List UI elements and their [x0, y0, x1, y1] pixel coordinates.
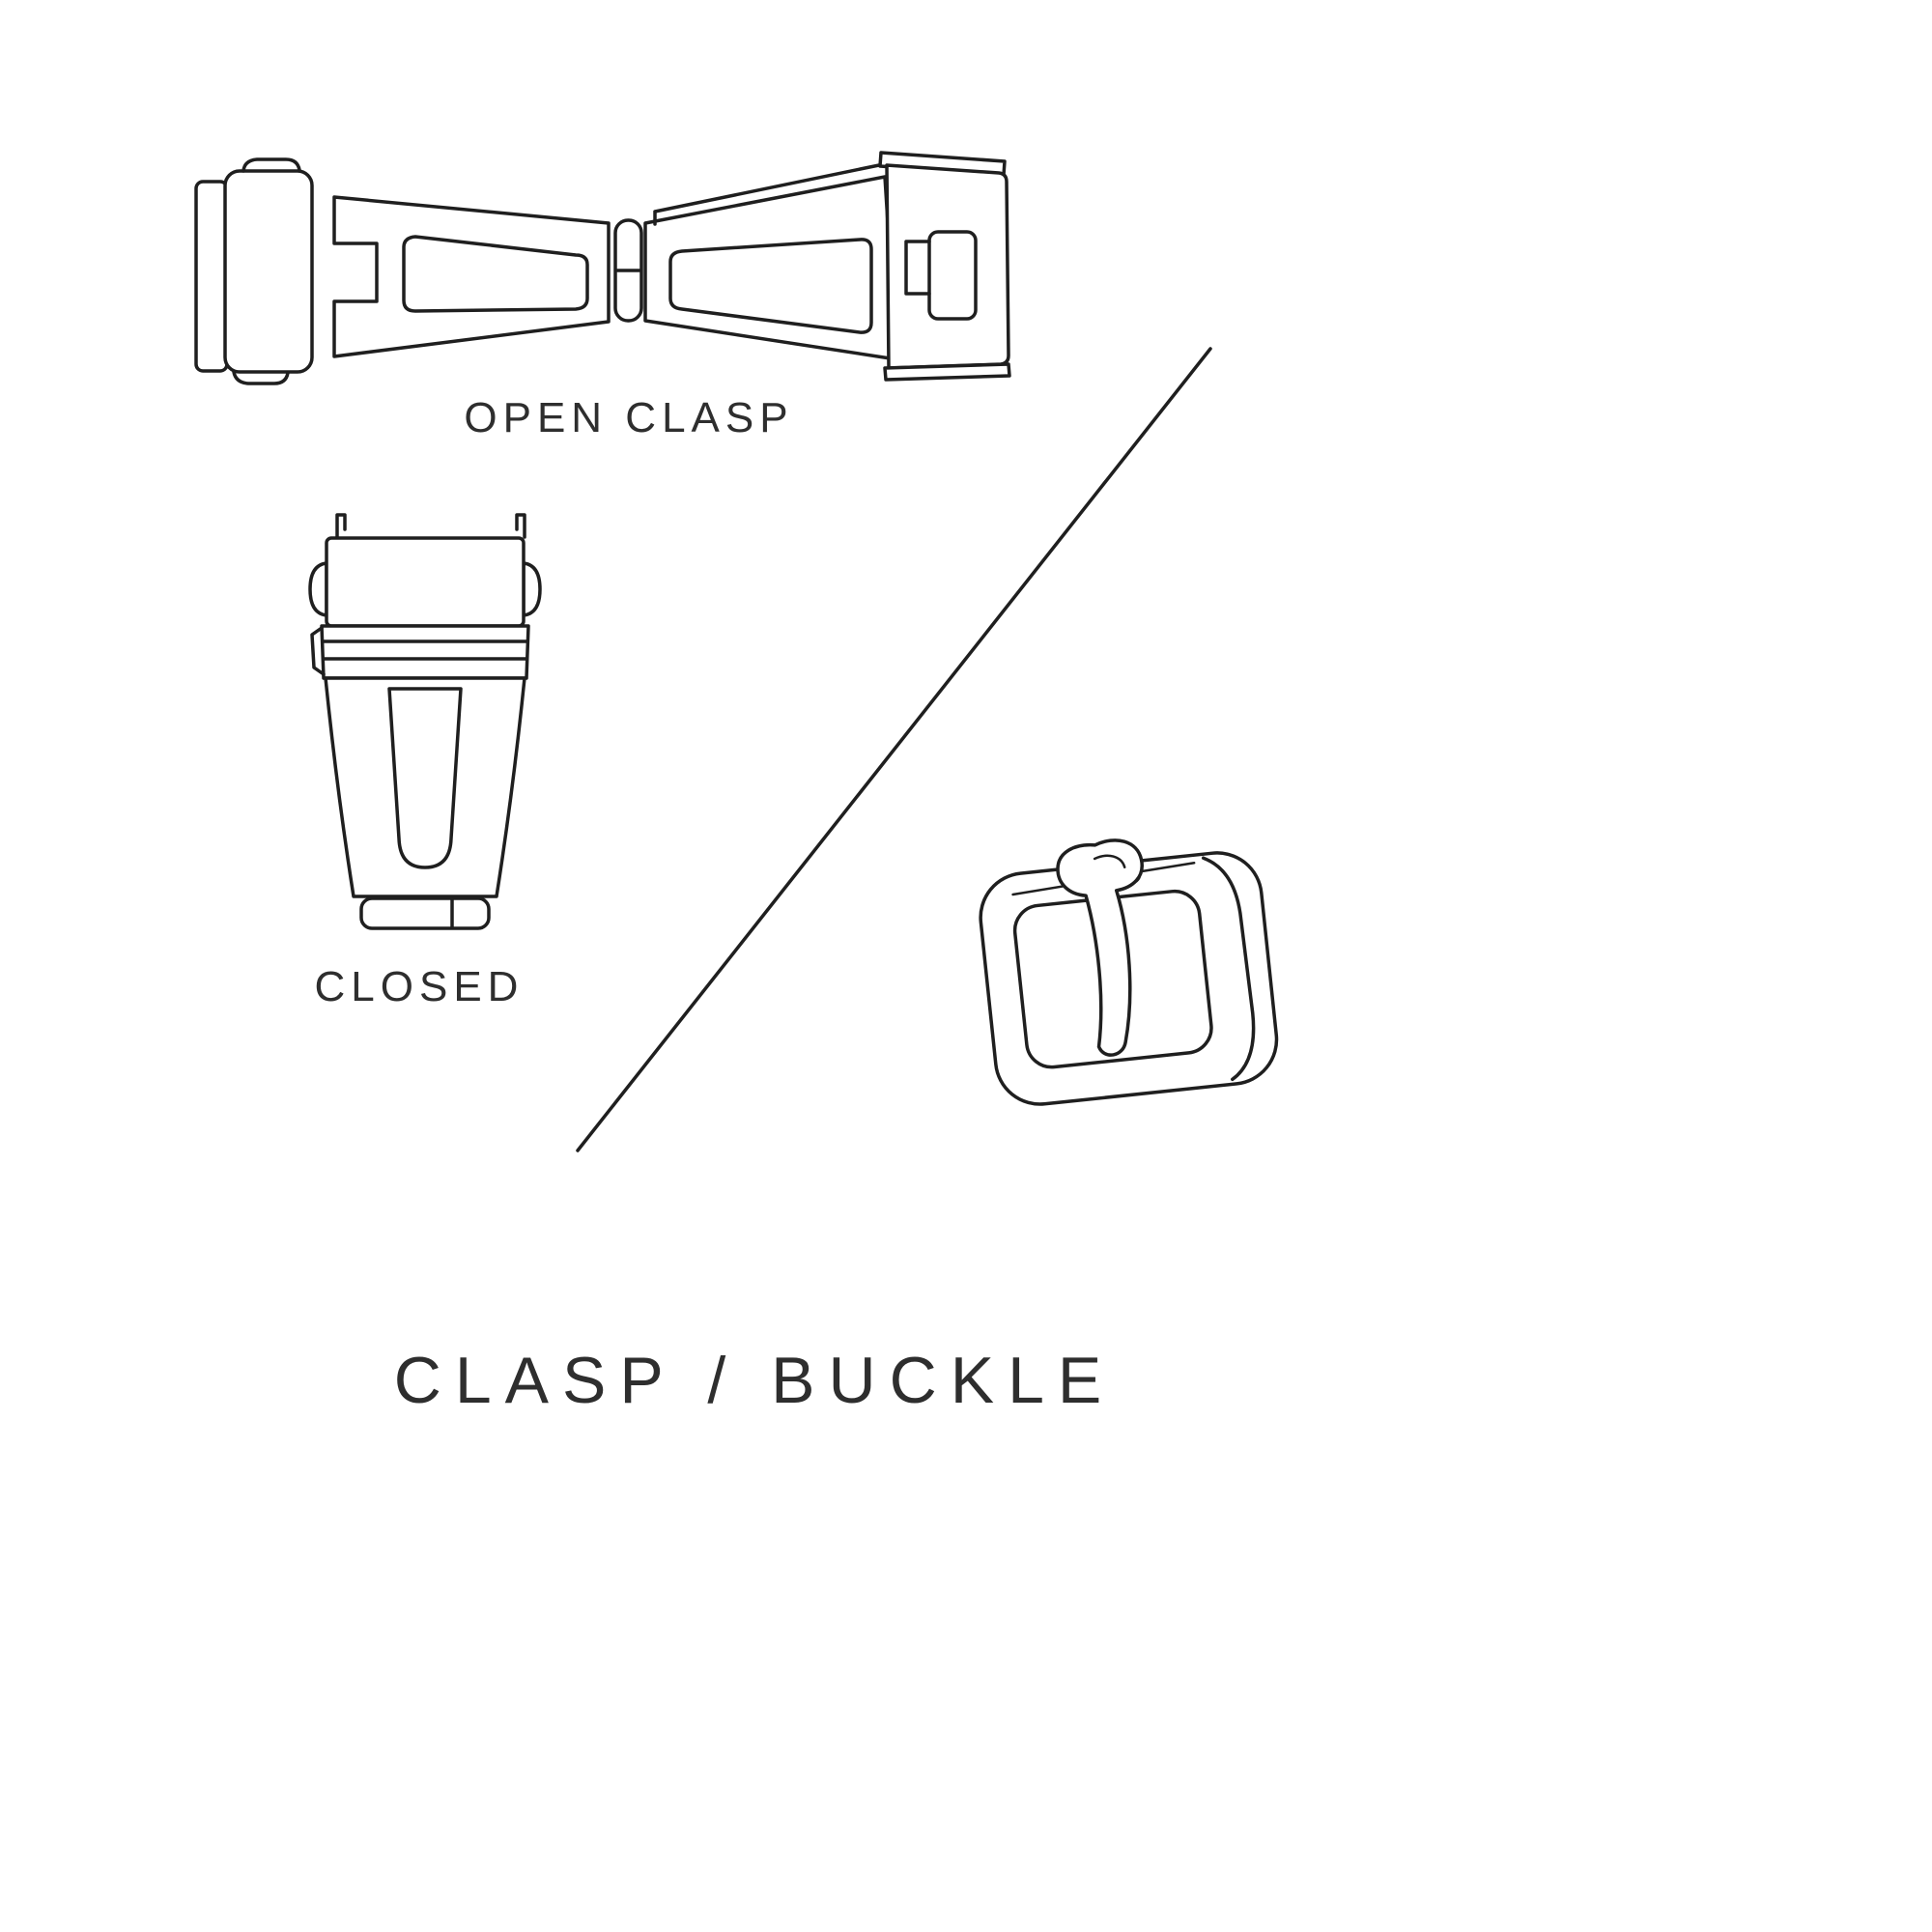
open-clasp-catch-hook [904, 240, 931, 296]
diagram-title: CLASP / BUCKLE [394, 1344, 1116, 1417]
open-clasp-bottom-tab [232, 370, 290, 385]
closed-clasp-left-ear [308, 561, 328, 617]
open-clasp-illustration [194, 151, 1011, 385]
open-clasp-left-arm-inner-outline [402, 235, 589, 313]
divider-line [576, 347, 1212, 1152]
buckle-frame-thickness-line [1201, 856, 1256, 1082]
open-clasp-top-tab [242, 157, 301, 173]
closed-clasp-body-slot [387, 687, 463, 869]
open-clasp-label: OPEN CLASP [464, 394, 793, 441]
open-clasp-catch-hole [927, 230, 978, 321]
closed-clasp-cover [325, 536, 526, 628]
open-clasp-left-end-link [223, 169, 314, 374]
closed-clasp-right-ear [522, 561, 542, 617]
closed-clasp-label: CLOSED [315, 963, 525, 1010]
open-clasp-left-plate [194, 180, 229, 373]
open-clasp-fold-line [653, 163, 881, 226]
closed-clasp-right-prong [515, 513, 526, 539]
buckle-illustration [979, 838, 1279, 1106]
closed-clasp-illustration [308, 513, 542, 930]
closed-clasp-band-bevel [310, 626, 326, 676]
buckle-tongue [1056, 838, 1144, 1057]
open-clasp-right-arm-inner-outline [668, 238, 873, 334]
closed-clasp-body [324, 676, 526, 898]
closed-clasp-band-lines [321, 639, 529, 661]
closed-clasp-left-prong [335, 513, 347, 539]
open-clasp-right-bottom-tab [883, 362, 1011, 382]
buckle-tongue-loop-line [1093, 854, 1126, 869]
open-clasp-left-arm [332, 195, 611, 358]
closed-clasp-band [320, 624, 530, 680]
closed-clasp-bottom-bar [359, 896, 491, 930]
